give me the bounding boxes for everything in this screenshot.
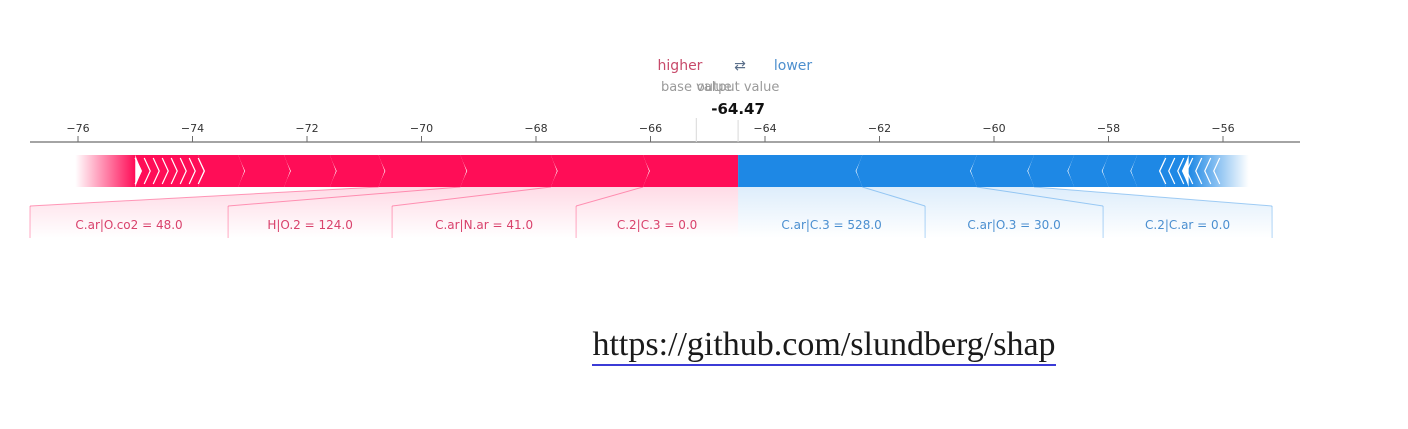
- feature-labels: C.2|C.3 = 0.0 C.ar|N.ar = 41.0 H|O.2 = 124…: [29, 186, 1273, 238]
- lower-label-connector: [976, 187, 1273, 238]
- higher-feature-label: C.ar|O.co2 = 48.0: [75, 218, 182, 232]
- higher-force-segment: [329, 155, 385, 187]
- higher-force-segment: [135, 155, 205, 187]
- higher-label-connector: [576, 187, 739, 238]
- lower-force-segment: [1028, 155, 1075, 187]
- higher-force-segment: [643, 155, 739, 187]
- lower-label-connector: [738, 187, 926, 238]
- higher-feature-label: C.ar|N.ar = 41.0: [435, 218, 533, 232]
- shap-force-plot: higher ⇄ lower base value output value -…: [29, 58, 1300, 238]
- lower-minor-chevron: [1177, 157, 1185, 185]
- higher-fade-tail: [75, 155, 136, 187]
- higher-feature-label: C.2|C.3 = 0.0: [617, 218, 697, 232]
- higher-minor-chevron: [197, 157, 205, 185]
- x-tick-label: −56: [1211, 122, 1234, 135]
- lower-feature-label: C.2|C.ar = 0.0: [1145, 218, 1230, 232]
- higher-minor-chevron: [188, 157, 196, 185]
- lower-force-segment: [970, 155, 1035, 187]
- output-value: -64.47: [711, 100, 765, 118]
- x-tick-label: −58: [1097, 122, 1120, 135]
- higher-force-segment: [284, 155, 336, 187]
- x-tick-label: −64: [753, 122, 776, 135]
- higher-force-segment: [550, 155, 650, 187]
- lower-label-leader: [1034, 186, 1273, 207]
- higher-minor-chevron: [170, 157, 178, 185]
- lower-minor-chevron: [1168, 157, 1176, 185]
- higher-feature-label: H|O.2 = 124.0: [267, 218, 353, 232]
- legend-arrows-icon: ⇄: [734, 58, 746, 74]
- lower-feature-label: C.ar|O.3 = 30.0: [967, 218, 1060, 232]
- higher-force-segment: [238, 155, 291, 187]
- output-value-label: output value: [697, 80, 780, 95]
- x-tick-label: −62: [868, 122, 891, 135]
- higher-minor-chevron: [152, 157, 160, 185]
- higher-minor-chevron: [143, 157, 151, 185]
- lower-label-connector: [862, 187, 1104, 238]
- lower-force-segment: [856, 155, 977, 187]
- lower-force-segment: [1131, 155, 1166, 187]
- link-container: https://github.com/slundberg/shap: [0, 326, 1408, 366]
- lower-minor-chevron: [1195, 157, 1203, 185]
- source-link[interactable]: https://github.com/slundberg/shap: [592, 326, 1056, 366]
- lower-minor-chevron: [1204, 157, 1212, 185]
- x-axis-ticks: −76 −74 −72 −70 −68 −66 −64 −62 −60 −58 −56: [66, 118, 1235, 142]
- higher-label-connector: [392, 187, 644, 238]
- higher-label-leader: [29, 186, 379, 207]
- higher-label-connector: [30, 187, 461, 238]
- legend-lower: lower: [774, 58, 813, 74]
- x-tick-label: −66: [639, 122, 662, 135]
- higher-force-segment: [460, 155, 557, 187]
- higher-minor-chevron: [134, 157, 142, 185]
- lower-segment-divider: [1181, 157, 1190, 185]
- lower-feature-label: C.ar|C.3 = 528.0: [781, 218, 881, 232]
- lower-force-segment: [1102, 155, 1138, 187]
- x-tick-label: −74: [181, 122, 204, 135]
- lower-force-segment: [738, 155, 863, 187]
- base-value-label: base value: [661, 80, 732, 95]
- force-bars: [75, 155, 1249, 187]
- legend-higher: higher: [658, 58, 703, 74]
- lower-force-segment: [1068, 155, 1109, 187]
- higher-minor-chevron: [161, 157, 169, 185]
- x-tick-label: −72: [295, 122, 318, 135]
- x-tick-label: −60: [982, 122, 1005, 135]
- x-tick-label: −76: [66, 122, 89, 135]
- lower-minor-chevron: [1186, 157, 1194, 185]
- higher-minor-chevron: [179, 157, 187, 185]
- lower-minor-chevron: [1213, 157, 1221, 185]
- higher-force-segment: [198, 155, 245, 187]
- higher-force-segment: [378, 155, 467, 187]
- x-tick-label: −68: [524, 122, 547, 135]
- lower-minor-chevron: [1159, 157, 1167, 185]
- x-tick-label: −70: [410, 122, 433, 135]
- higher-label-connector: [228, 187, 551, 238]
